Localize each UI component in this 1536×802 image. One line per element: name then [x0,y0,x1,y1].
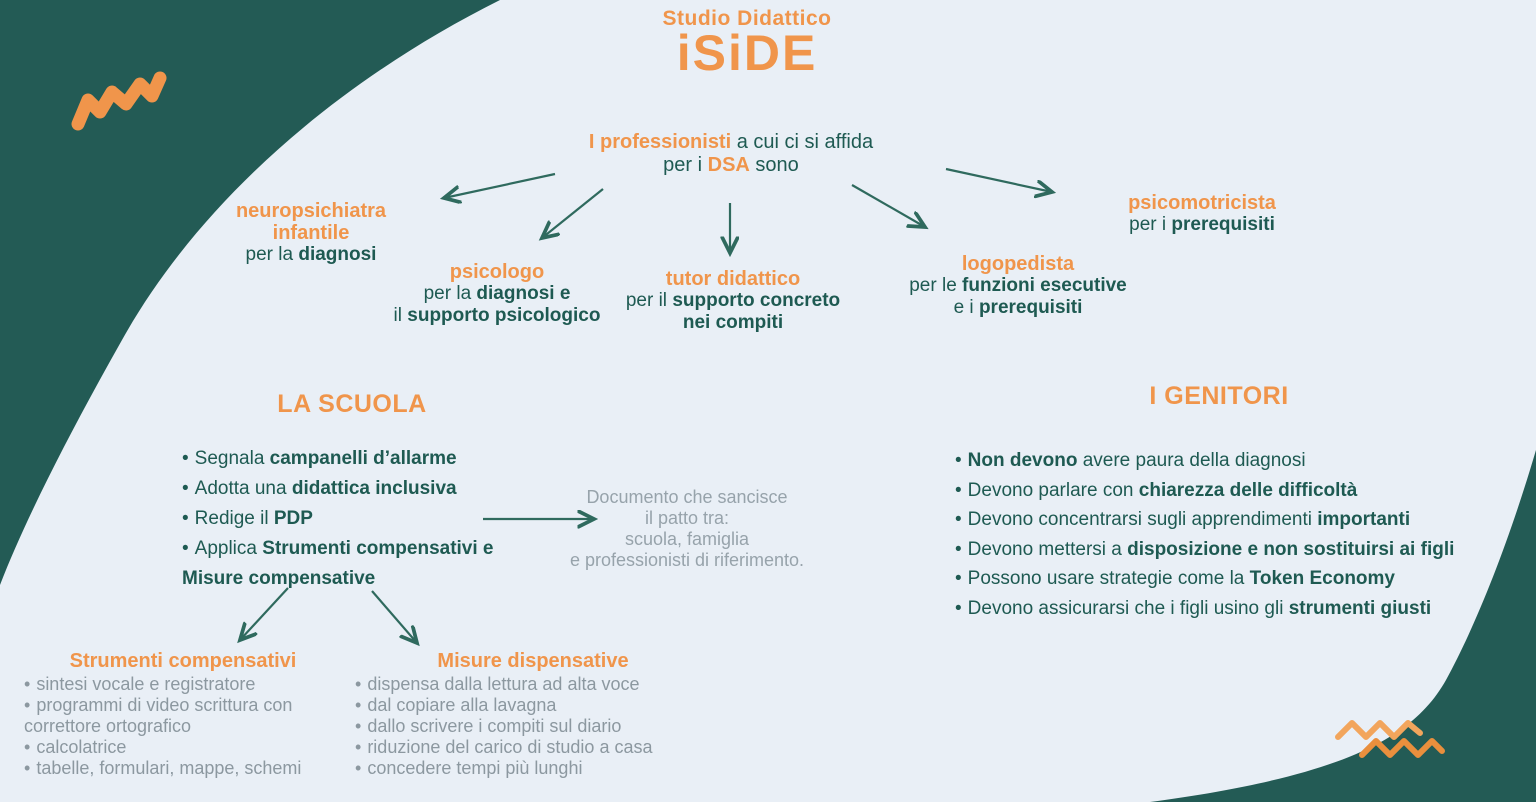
node-tutor-didattico: tutor didattico per il supporto concreto… [625,268,841,333]
school-bullet: •Adotta una didattica inclusiva [182,478,457,499]
school-bullet: •Segnala campanelli d’allarme [182,448,457,469]
measures-item: •dispensa dalla lettura ad alta voce [355,674,640,694]
school-bullet: •Applica Strumenti compensativi e Misure… [182,538,494,589]
tools-list: •sintesi vocale e registratore •programm… [24,674,324,779]
parents-bullet: •Devono mettersi a disposizione e non so… [955,538,1455,560]
intro-dsa: DSA [707,154,750,176]
tools-item: •calcolatrice [24,737,127,757]
parents-bullet-list: •Non devono avere paura della diagnosi •… [955,446,1454,623]
tools-item: •tabelle, formulari, mappe, schemi [24,758,302,778]
measures-item: •dal copiare alla lavagna [355,695,557,715]
pdp-note: Documento che sancisce il patto tra: scu… [569,487,805,570]
squiggle-top-left-icon [71,71,167,131]
parents-bullet: •Possono usare strategie come la Token E… [955,568,1395,589]
node-neuropsichiatra: neuropsichiatra infantile per la diagnos… [235,200,387,265]
school-bullet: •Redige il PDP [182,508,313,529]
parents-bullet: •Devono assicurarsi che i figli usino gl… [955,597,1432,619]
brand-kicker: Studio Didattico [662,7,832,30]
measures-item: •concedere tempi più lunghi [355,758,583,778]
arrow-to-logopedista [851,184,925,227]
arrow-to-strumenti-compensativi [240,587,289,640]
measures-item: •dallo scrivere i compiti sul diario [355,716,622,736]
parents-bullet: •Devono parlare con chiarezza delle diff… [955,479,1358,501]
measures-item: •riduzione del carico di studio a casa [355,737,653,757]
intro-professionisti: I professionisti [588,131,732,153]
zigzag-bottom-right-dark-icon [1359,738,1445,758]
intro-statement: I professionisti a cui ci si affida per … [521,131,941,177]
tools-item: •sintesi vocale e registratore [24,674,256,694]
zigzag-bottom-right-light-icon [1335,720,1423,740]
brand-logo: iSiDE [676,25,818,81]
arrow-to-misure-dispensative [371,590,417,643]
parents-bullet: •Non devono avere paura della diagnosi [955,450,1306,471]
school-bullet-list: •Segnala campanelli d’allarme •Adotta un… [182,444,512,594]
parents-section-title: I GENITORI [1149,382,1289,410]
school-section-title: LA SCUOLA [277,390,427,418]
intro-line-2: per i DSA sono [663,154,799,176]
measures-title: Misure dispensative [437,650,629,672]
tools-item: •programmi di video scrittura con corret… [24,695,293,736]
parents-bullet: •Devono concentrarsi sugli apprendimenti… [955,509,1411,530]
intro-line-1: I professionisti a cui ci si affida [588,131,874,153]
arrow-to-neuropsichiatra [444,172,556,198]
node-psicomotricista: psicomotricista per i prerequisiti [1128,192,1276,235]
node-logopedista: logopedista per le funzioni esecutive e … [909,253,1127,318]
measures-list: •dispensa dalla lettura ad alta voce •da… [355,674,695,779]
arrow-to-psicologo [542,188,604,238]
tools-title: Strumenti compensativi [69,650,297,672]
arrow-to-psicomotricista [945,167,1052,192]
